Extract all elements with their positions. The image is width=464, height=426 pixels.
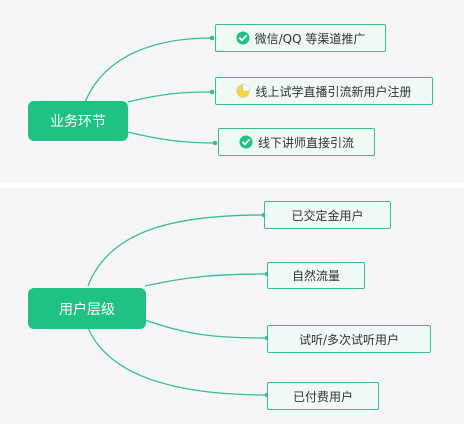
branch-link [144, 319, 268, 339]
child-node-organic-traffic[interactable]: 自然流量 [267, 262, 365, 289]
branch-link [144, 273, 268, 287]
link-dot [209, 35, 215, 41]
mind-map-links [81, 35, 218, 146]
child-node-trial-users[interactable]: 试听/多次试听用户 [267, 325, 431, 353]
child-label: 线上试学直播引流新用户注册 [255, 84, 412, 99]
mind-map-panel-user-levels: 用户层级 已交定金用户 自然流量 试听/多次试听用户 已付费用户 [0, 188, 464, 424]
child-label: 已付费用户 [292, 389, 353, 404]
child-label: 微信/QQ 等渠道推广 [254, 31, 366, 46]
branch-link [127, 131, 216, 144]
root-label: 业务环节 [50, 114, 106, 130]
branch-link [87, 214, 265, 287]
child-label: 已交定金用户 [291, 208, 364, 223]
branch-link [87, 327, 268, 396]
root-label: 用户层级 [59, 301, 115, 318]
mind-map-panel-business: 业务环节 微信/QQ 等渠道推广 线上试学直播引流新用户注册 线下讲师直接引流 [0, 0, 464, 183]
link-dot [212, 140, 218, 146]
child-label: 自然流量 [291, 269, 340, 283]
child-node-online-trial[interactable]: 线上试学直播引流新用户注册 [215, 77, 433, 105]
pie-progress-icon [236, 84, 251, 98]
check-circle-icon [239, 135, 253, 149]
branch-link [127, 91, 213, 103]
mind-map-links [87, 212, 270, 398]
child-node-offline-lecturer[interactable]: 线下讲师直接引流 [218, 128, 375, 156]
branch-link [81, 37, 213, 111]
link-dot [209, 89, 215, 95]
child-node-paid-users[interactable]: 已付费用户 [267, 382, 379, 410]
child-label: 试听/多次试听用户 [298, 332, 400, 347]
child-node-deposit-users[interactable]: 已交定金用户 [264, 201, 391, 229]
root-node-user-levels[interactable]: 用户层级 [28, 288, 146, 329]
child-node-wechat-qq[interactable]: 微信/QQ 等渠道推广 [215, 24, 386, 52]
root-node-business[interactable]: 业务环节 [28, 101, 128, 141]
child-label: 线下讲师直接引流 [257, 135, 354, 150]
check-circle-icon [236, 31, 250, 45]
